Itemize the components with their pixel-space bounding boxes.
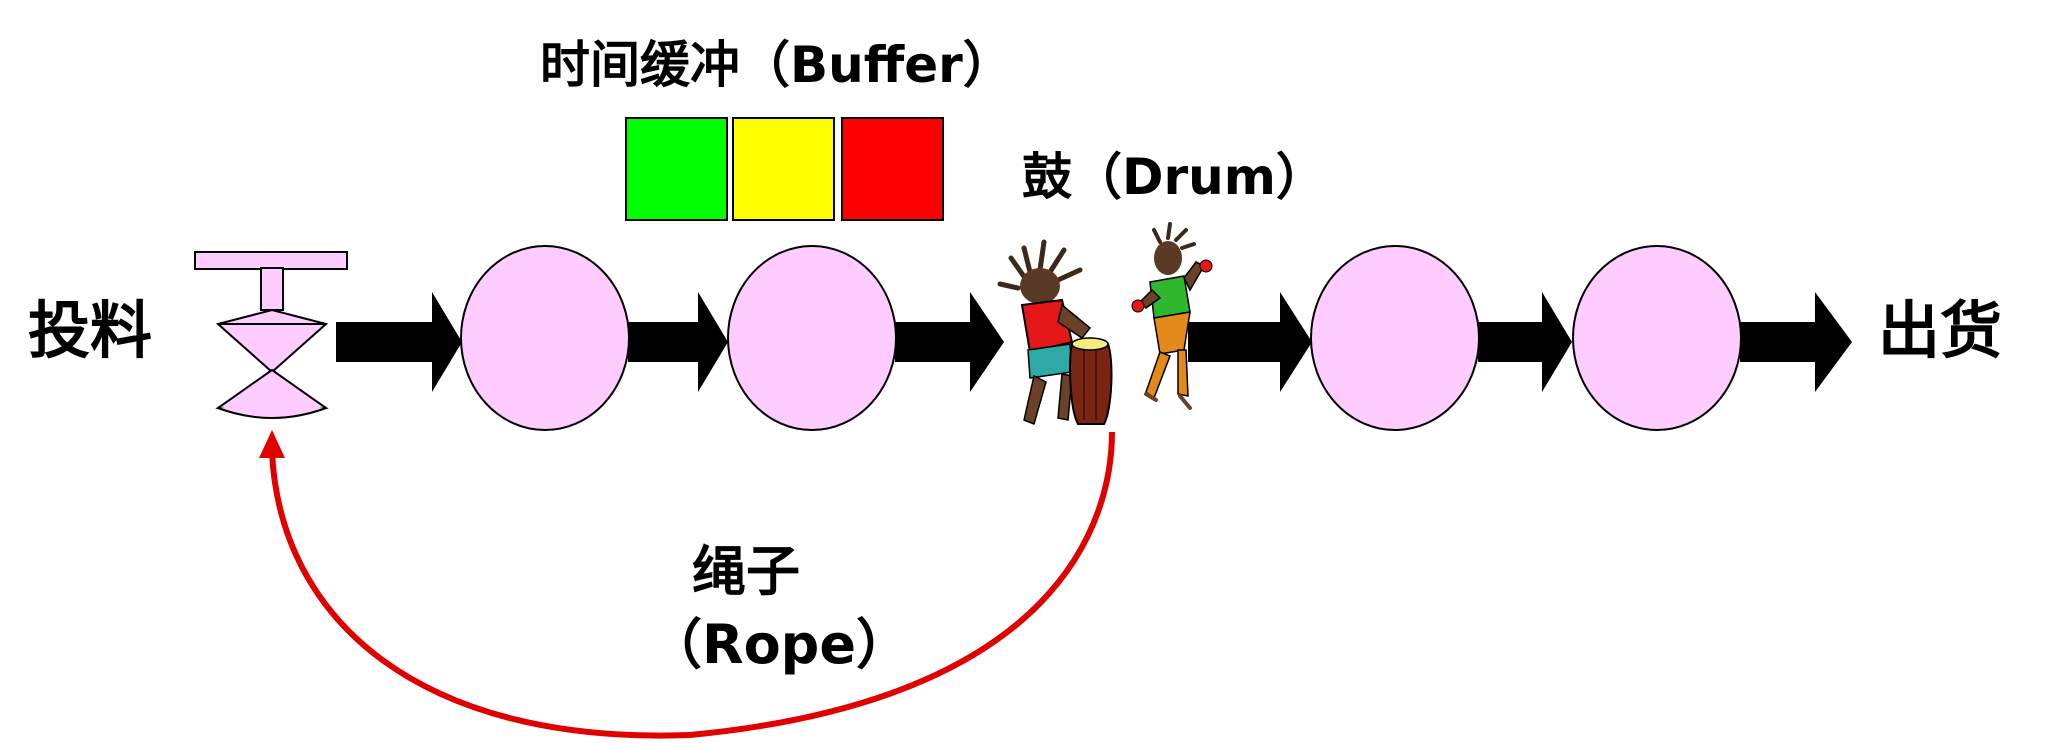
process-station-3 <box>1310 245 1480 431</box>
drum-title: 鼓（Drum） <box>1022 148 1326 206</box>
rope-title: 绳子 <box>692 540 800 603</box>
process-station-4 <box>1572 245 1742 431</box>
rope-curve <box>269 431 1115 739</box>
buffer-zone-red <box>841 117 944 221</box>
buffer-zone-green <box>625 117 728 221</box>
output-label: 出货 <box>1878 294 2003 367</box>
input-label: 投料 <box>28 294 153 367</box>
process-stations <box>460 245 1742 431</box>
flow-arrows <box>336 292 1852 392</box>
rope <box>259 430 1115 739</box>
dancer-icon <box>1131 222 1213 410</box>
rope-arrowhead <box>259 430 285 458</box>
flow-arrow-4 <box>1188 292 1312 392</box>
flow-arrow-5 <box>1478 292 1572 392</box>
valve-icon <box>194 251 348 419</box>
process-station-2 <box>727 245 897 431</box>
rope-subtitle: （Rope） <box>648 613 910 676</box>
buffer-title: 时间缓冲（Buffer） <box>540 36 1013 94</box>
flow-arrow-2 <box>628 292 728 392</box>
buffer-zones <box>625 117 944 221</box>
process-station-1 <box>460 245 630 431</box>
drummer-icon <box>997 239 1113 426</box>
buffer-zone-yellow <box>732 117 835 221</box>
flow-arrow-1 <box>336 292 462 392</box>
flow-arrow-6 <box>1740 292 1852 392</box>
flow-arrow-3 <box>895 292 1004 392</box>
